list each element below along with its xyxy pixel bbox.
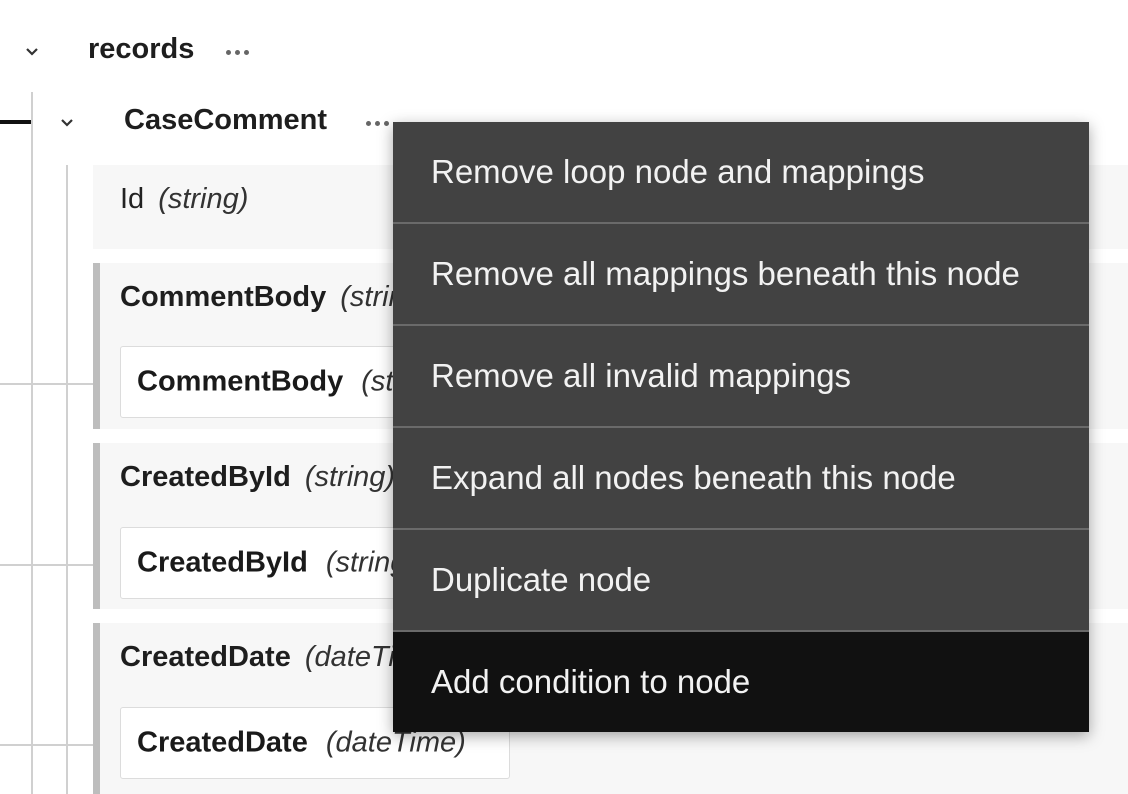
loop-node-title[interactable]: CaseComment [124,104,328,136]
tree-connector [0,120,31,124]
menu-item-expand-all-nodes[interactable]: Expand all nodes beneath this node [431,459,956,496]
field-type: (string) [304,461,396,493]
field-name: CreatedDate [120,641,291,673]
mapped-field-name: CreatedDate [137,726,308,759]
tree-connector [0,564,94,566]
mapped-indicator [93,263,100,429]
menu-item-remove-invalid-mappings[interactable]: Remove all invalid mappings [431,357,852,394]
chevron-down-icon[interactable] [25,45,39,59]
menu-divider [393,630,1089,632]
mapped-field-name: CommentBody [137,365,344,398]
menu-item-add-condition[interactable]: Add condition to node [393,632,1089,732]
field-name: CreatedById [120,461,291,493]
field-type: (string) [158,183,249,215]
mapped-indicator [93,623,100,794]
menu-item-duplicate-node[interactable]: Duplicate node [431,561,652,598]
root-node-title[interactable]: records [88,33,195,65]
field-name: Id [120,183,145,215]
node-context-menu: Remove loop node and mappings Remove all… [393,122,1089,732]
field-label-commentbody[interactable]: CommentBody(string) [120,281,430,314]
menu-divider [393,222,1089,224]
menu-divider [393,426,1089,428]
menu-item-remove-all-mappings[interactable]: Remove all mappings beneath this node [431,255,1020,292]
mapped-indicator [93,443,100,609]
menu-divider [393,324,1089,326]
tree-guide-line [31,92,33,794]
menu-item-remove-loop-node[interactable]: Remove loop node and mappings [431,153,925,190]
field-name: CommentBody [120,281,327,313]
field-label-createdbyid[interactable]: CreatedById (string) [120,461,395,494]
more-options-icon[interactable] [366,121,389,126]
more-options-icon[interactable] [226,50,249,55]
tree-connector [0,744,94,746]
menu-divider [393,528,1089,530]
tree-connector [0,383,94,385]
tree-guide-line [66,165,68,794]
field-label-id[interactable]: Id (string) [120,183,248,216]
mapped-field-name: CreatedById [137,546,308,579]
chevron-down-icon[interactable] [60,116,74,130]
